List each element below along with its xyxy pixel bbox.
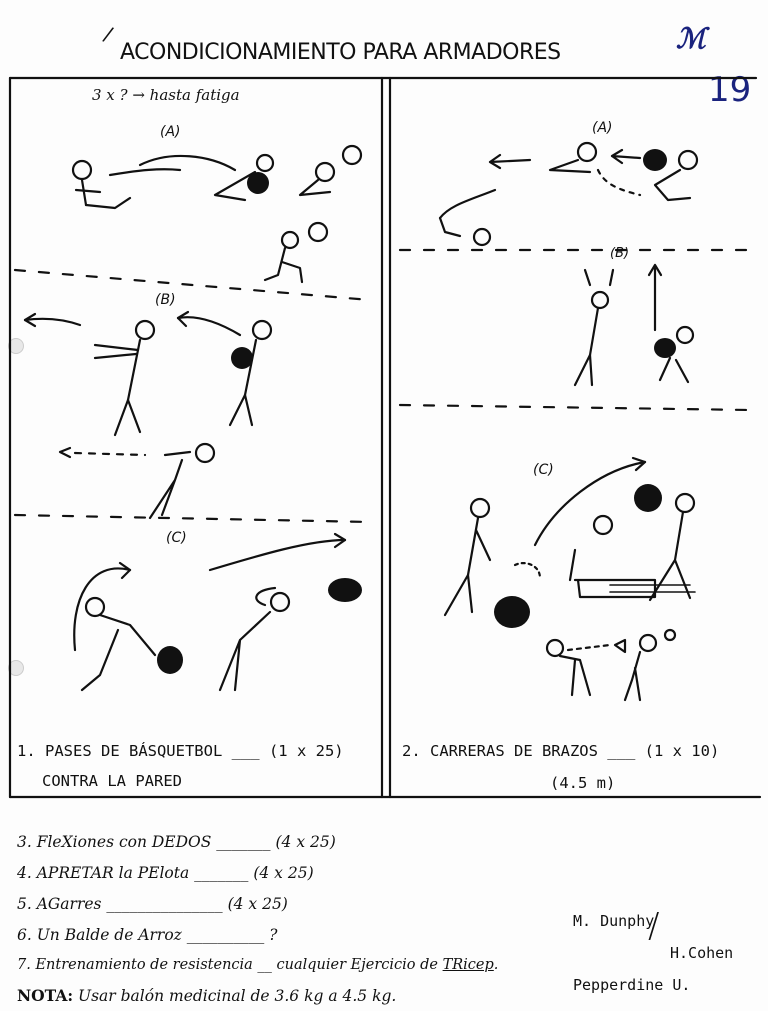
left-label-a: (A) xyxy=(160,124,181,140)
left-separator-2 xyxy=(13,513,372,524)
punch-hole-top xyxy=(8,338,24,354)
punch-hole-bottom xyxy=(8,660,24,676)
handwritten-initials: ℳ xyxy=(676,22,706,55)
credit-name-1: M. Dunphy xyxy=(573,912,655,930)
right-c-figures xyxy=(443,456,696,702)
credit-slash: / xyxy=(648,906,660,946)
left-a-figures xyxy=(71,144,363,284)
left-label-c: (C) xyxy=(166,530,187,546)
list-item-5: 5. AGarres _______________ (4 x 25) xyxy=(17,895,288,913)
repetitions-note: 3 x ? → hasta fatiga xyxy=(92,86,240,104)
right-label-a: (A) xyxy=(592,120,613,136)
left-label-b: (B) xyxy=(155,292,176,308)
right-separator-2 xyxy=(398,403,752,412)
page-title: ACONDICIONAMIENTO PARA ARMADORES xyxy=(120,40,561,65)
list-item-7: 7. Entrenamiento de resistencia __ cualq… xyxy=(17,957,498,973)
nota-text: Usar balón medicinal de 3.6 kg a 4.5 kg. xyxy=(73,987,397,1005)
exercise-2-subcaption: (4.5 m) xyxy=(550,774,616,792)
right-a-figures xyxy=(438,141,699,247)
list-item-7-text: 7. Entrenamiento de resistencia __ cualq… xyxy=(17,957,443,973)
left-c-figures xyxy=(73,532,347,692)
list-item-4: 4. APRETAR la PElota _______ (4 x 25) xyxy=(17,864,314,882)
exercise-2-caption: 2. CARRERAS DE BRAZOS ___ (1 x 10) xyxy=(402,742,720,760)
left-separator-1 xyxy=(13,268,372,302)
exercise-1-subcaption: CONTRA LA PARED xyxy=(42,772,182,790)
right-label-b: (B) xyxy=(610,246,630,261)
right-b-figures xyxy=(573,263,695,387)
page-number: 19 xyxy=(708,70,752,110)
list-item-7-end: . xyxy=(493,957,499,973)
left-b-figures xyxy=(23,310,273,520)
credit-name-2: H.Cohen xyxy=(670,944,734,962)
right-label-c: (C) xyxy=(533,462,554,478)
nota-label: NOTA: xyxy=(17,986,74,1005)
medicine-balls xyxy=(157,149,676,674)
tricep-word: TRicep xyxy=(442,957,494,973)
nota-line: NOTA: Usar balón medicinal de 3.6 kg a 4… xyxy=(17,986,396,1005)
list-item-3: 3. FleXiones con DEDOS _______ (4 x 25) xyxy=(17,833,336,851)
list-item-6: 6. Un Balde de Arroz __________ ? xyxy=(17,926,278,944)
exercise-1-caption: 1. PASES DE BÁSQUETBOL ___ (1 x 25) xyxy=(17,742,344,760)
credit-school: Pepperdine U. xyxy=(573,976,691,994)
